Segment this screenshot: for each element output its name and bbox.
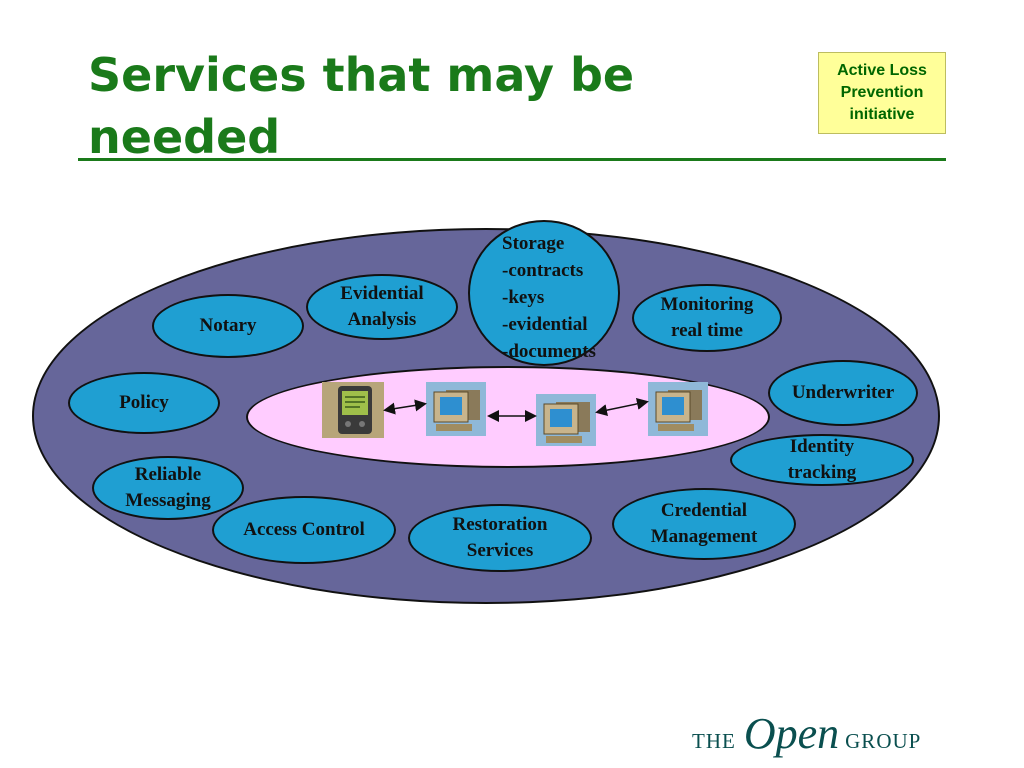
monitoring-label: Monitoring real time bbox=[660, 294, 754, 341]
logo-the: THE bbox=[692, 729, 736, 753]
underwriter-service: Underwriter bbox=[768, 360, 918, 426]
computer-icon bbox=[426, 382, 486, 436]
initiative-badge-text: Active Loss Prevention initiative bbox=[837, 62, 927, 123]
storage-service: Storage -contracts -keys -evidential -do… bbox=[468, 220, 620, 366]
evidential-analysis-service: Evidential Analysis bbox=[306, 274, 458, 340]
notary-service: Notary bbox=[152, 294, 304, 358]
evidential-analysis-label: Evidential Analysis bbox=[340, 283, 424, 330]
access-control-label: Access Control bbox=[243, 519, 365, 540]
access-control-service: Access Control bbox=[212, 496, 396, 564]
restoration-services-service: Restoration Services bbox=[408, 504, 592, 572]
computer-icon bbox=[536, 394, 596, 446]
title-underline bbox=[78, 158, 946, 161]
credential-management-service: Credential Management bbox=[612, 488, 796, 560]
monitoring-service: Monitoring real time bbox=[632, 284, 782, 352]
initiative-badge: Active Loss Prevention initiative bbox=[818, 52, 946, 134]
policy-label: Policy bbox=[119, 392, 169, 413]
double-arrow-icon bbox=[595, 397, 649, 417]
slide-title: Services that may be needed bbox=[88, 48, 635, 164]
credential-management-label: Credential Management bbox=[650, 500, 758, 547]
logo-group: GROUP bbox=[845, 729, 922, 753]
computer-icon bbox=[648, 382, 708, 436]
notary-label: Notary bbox=[199, 315, 257, 336]
restoration-services-label: Restoration Services bbox=[452, 514, 548, 561]
storage-service-label: Storage -contracts -keys -evidential -do… bbox=[502, 233, 596, 362]
policy-service: Policy bbox=[68, 372, 220, 434]
underwriter-label: Underwriter bbox=[791, 382, 895, 403]
reliable-messaging-service: Reliable Messaging bbox=[92, 456, 244, 520]
device-network bbox=[322, 382, 708, 446]
identity-tracking-service: Identity tracking bbox=[730, 434, 914, 486]
logo-open: Open bbox=[743, 709, 840, 758]
open-group-logo: THE Open GROUP bbox=[692, 708, 922, 758]
reliable-messaging-label: Reliable Messaging bbox=[125, 464, 211, 511]
pda-icon bbox=[322, 382, 384, 438]
identity-tracking-label: Identity tracking bbox=[787, 436, 857, 483]
double-arrow-icon bbox=[383, 399, 427, 415]
